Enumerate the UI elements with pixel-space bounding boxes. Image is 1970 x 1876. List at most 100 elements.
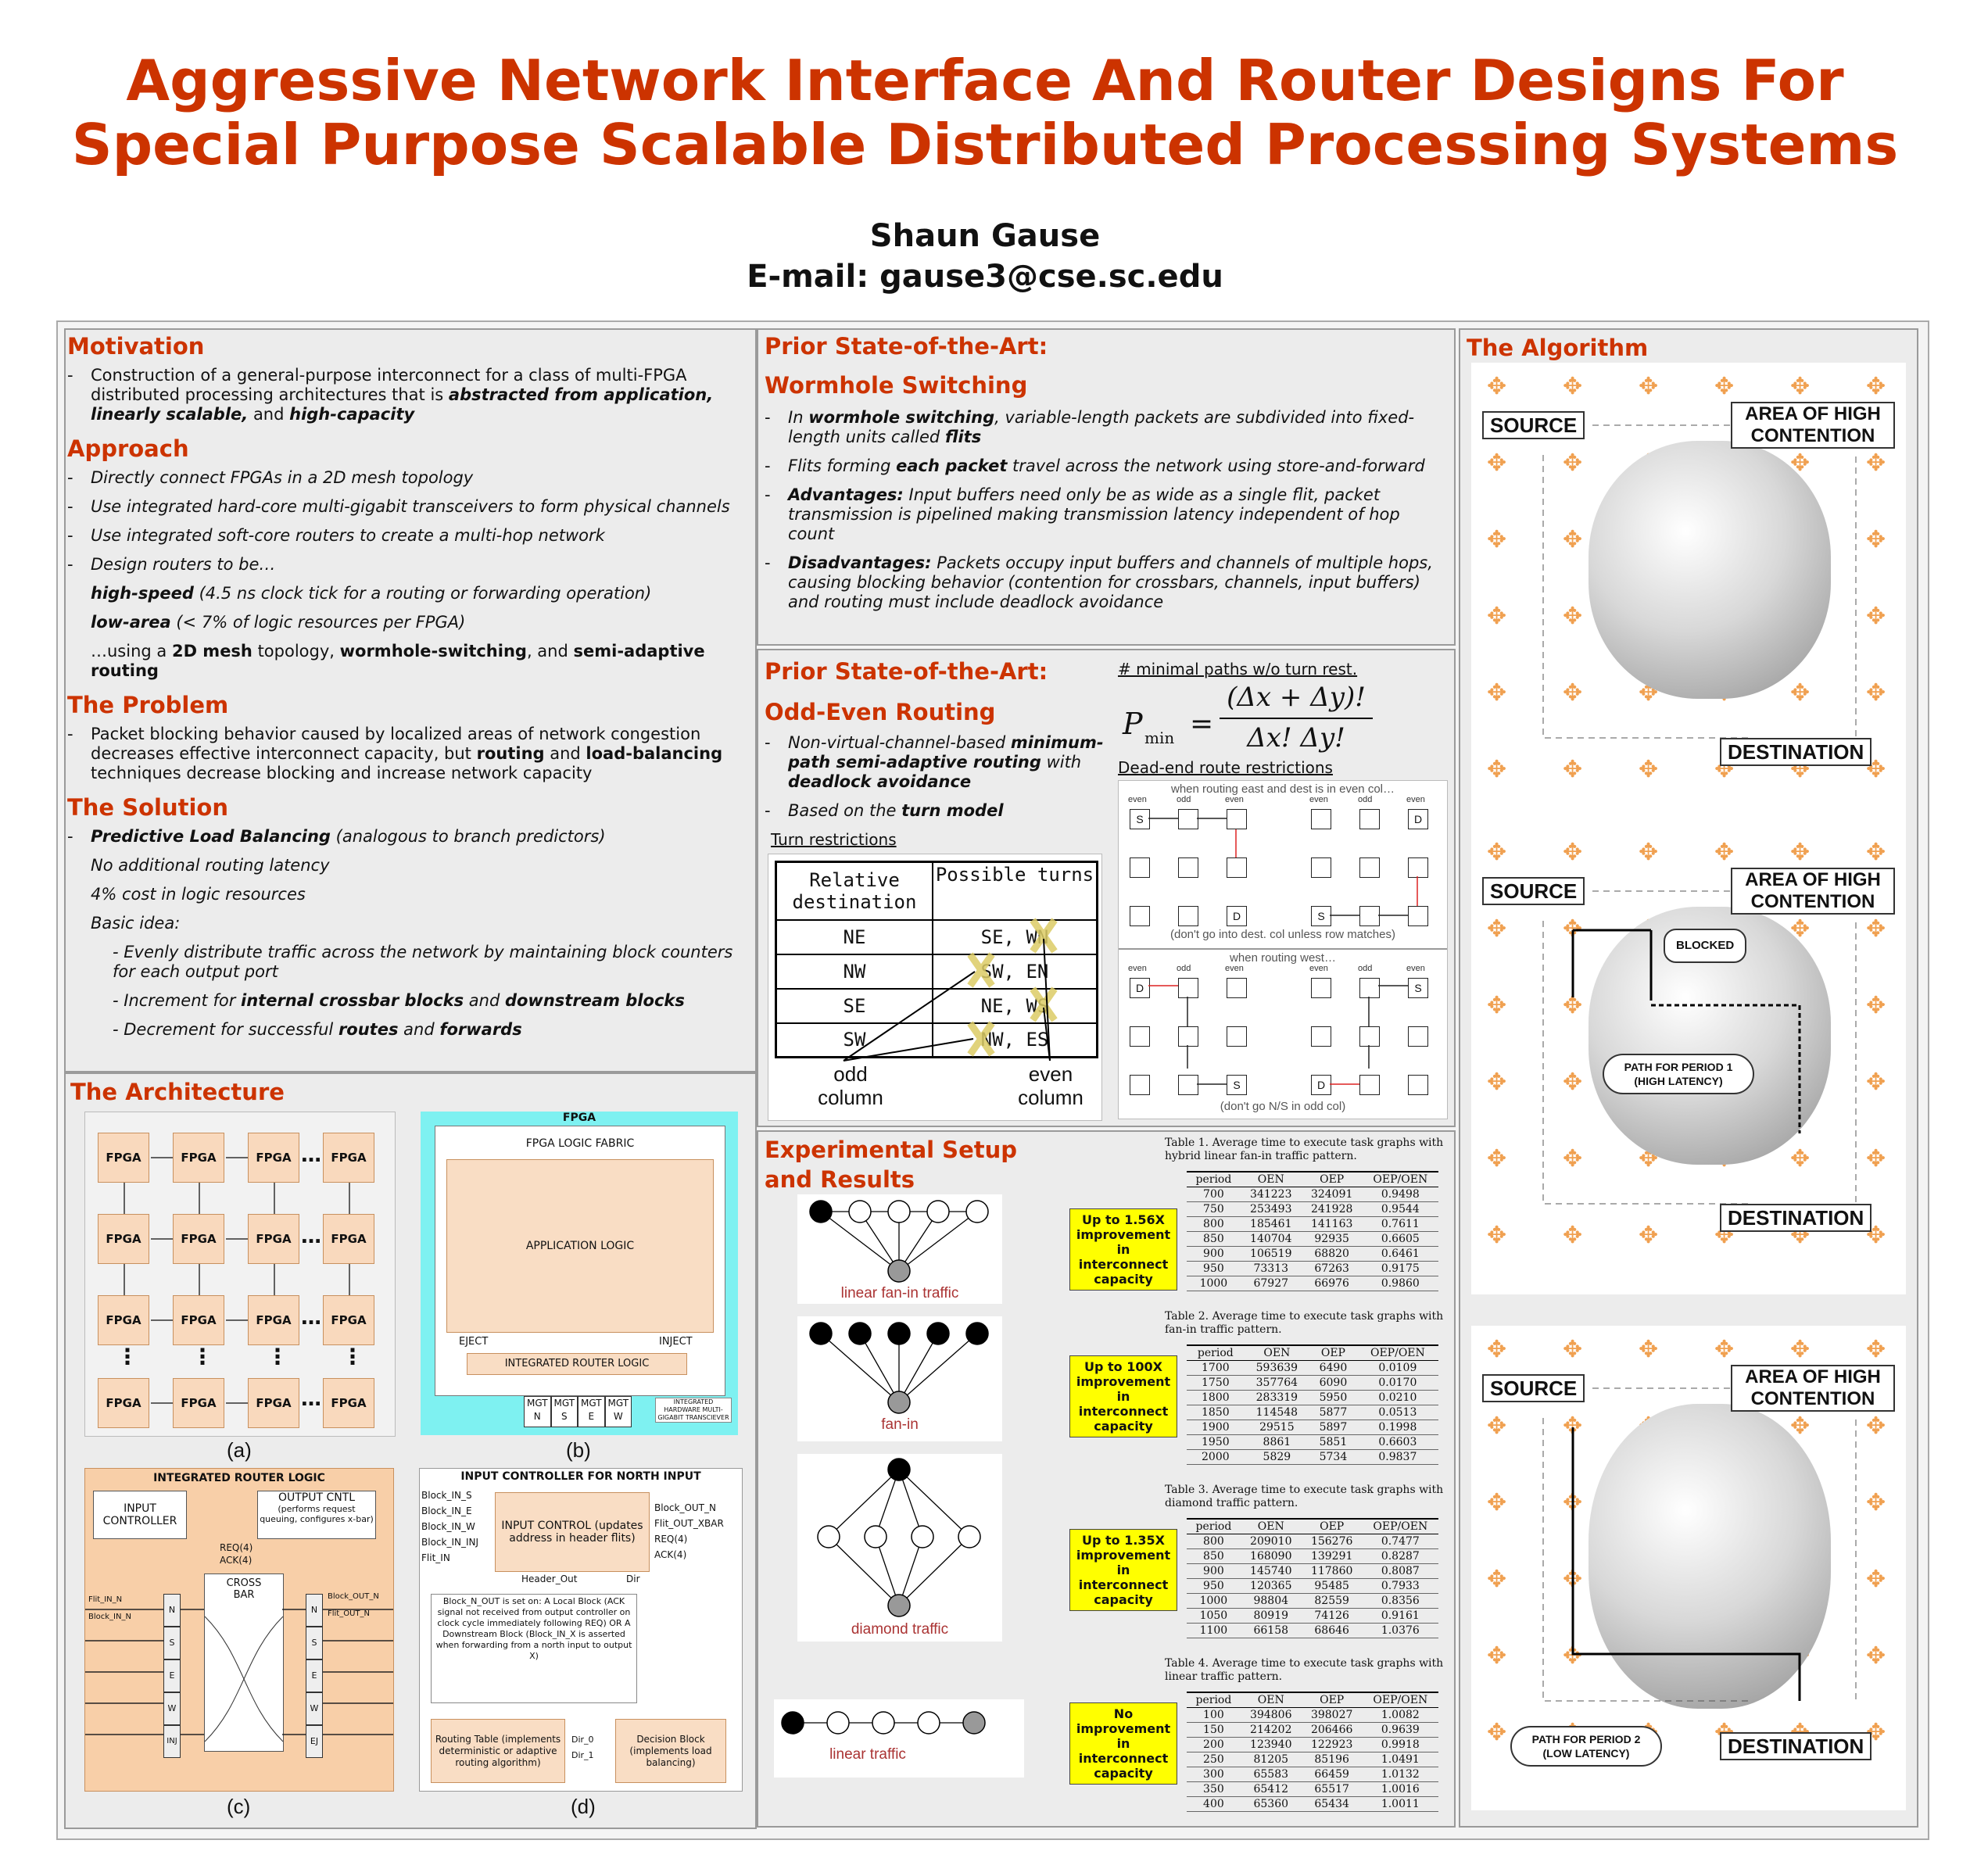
router-node: S — [1408, 978, 1428, 998]
router-node: D — [1130, 978, 1150, 998]
task-node — [887, 1391, 911, 1414]
task-node — [887, 1458, 911, 1481]
task-edge — [820, 1211, 900, 1272]
block-out-label: Block_OUT_N — [328, 1592, 379, 1601]
table-cell: 400 — [1187, 1796, 1241, 1812]
router-icon: ✥ — [1790, 1336, 1811, 1363]
decision-block-box: Decision Block (implements load balancin… — [615, 1719, 726, 1783]
table-cell: 156276 — [1301, 1534, 1363, 1549]
contention-area-label: AREA OF HIGH CONTENTION — [1731, 868, 1895, 915]
turn-cell: NW, ES — [932, 1022, 1098, 1058]
caption-b: (b) — [566, 1438, 591, 1462]
approach-list: Directly connect FPGAs in a 2D mesh topo… — [67, 468, 740, 681]
table-cell: 65517 — [1301, 1781, 1363, 1797]
table-cell: 0.9860 — [1362, 1276, 1438, 1291]
router-icon: ✥ — [1866, 1336, 1886, 1363]
fpga-node: FPGA — [173, 1133, 224, 1183]
table-cell: 139291 — [1301, 1548, 1363, 1564]
table-cell: 122923 — [1301, 1737, 1363, 1752]
router-icon: ✥ — [1563, 373, 1583, 400]
table-cell: 98804 — [1240, 1593, 1302, 1609]
wormhole-list: In wormhole switching, variable-length p… — [765, 408, 1445, 612]
router-node: S — [1130, 809, 1150, 829]
router-icon: ✥ — [1487, 839, 1507, 866]
panel-architecture: The Architecture FPGA FPGA FPGA FPGA FPG… — [64, 1072, 757, 1829]
table-cell: 8861 — [1244, 1434, 1310, 1450]
oddeven-list: Non-virtual-channel-based minimum-path s… — [765, 733, 1109, 821]
router-node — [1178, 1026, 1198, 1047]
fpga-node: FPGA — [248, 1214, 299, 1264]
table-caption: Table 1. Average time to execute task gr… — [1165, 1137, 1444, 1162]
fpga-node: FPGA — [248, 1295, 299, 1345]
east-note: (don't go into dest. col unless row matc… — [1169, 928, 1395, 941]
dir1-label: Dir_1 — [571, 1750, 594, 1760]
router-icon: ✥ — [1866, 1566, 1886, 1593]
contention-cloud — [1589, 441, 1831, 699]
even-column-label: even column — [1018, 1062, 1084, 1109]
task-node — [926, 1322, 950, 1345]
fpga-box-title: FPGA — [562, 1112, 596, 1124]
task-node — [887, 1322, 911, 1345]
list-item: Advantages: Input buffers need only be a… — [765, 485, 1445, 544]
router-node — [1359, 978, 1380, 998]
table-cell: 114548 — [1244, 1405, 1310, 1420]
router-icon: ✥ — [1563, 1336, 1583, 1363]
author-name: Shaun Gause — [869, 218, 1101, 254]
integrated-router-logic-box: INTEGRATED ROUTER LOGIC — [467, 1353, 687, 1375]
poster-title-line2: Special Purpose Scalable Distributed Pro… — [71, 112, 1899, 177]
problem-text: Packet blocking behavior caused by local… — [67, 725, 740, 783]
table-cell: 1800 — [1187, 1390, 1245, 1405]
router-node — [1178, 1075, 1198, 1095]
caption-d: (d) — [571, 1795, 596, 1818]
router-icon: ✥ — [1563, 449, 1583, 477]
table-cell: 85196 — [1301, 1752, 1363, 1767]
table-cell: 117860 — [1301, 1563, 1363, 1579]
router-icon: ✥ — [1487, 373, 1507, 400]
router-node — [1311, 1026, 1331, 1047]
fpga-node: FPGA — [323, 1378, 374, 1428]
fpga-node: FPGA — [98, 1295, 149, 1345]
table-cell: 0.0170 — [1356, 1375, 1438, 1391]
router-icon: ✥ — [1487, 1566, 1507, 1593]
table-cell: 253493 — [1240, 1201, 1302, 1217]
mesh-ellipsis: … — [301, 1225, 321, 1248]
column-parity-label: even — [1225, 795, 1244, 804]
fpga-mesh-diagram: FPGA FPGA FPGA FPGA FPGA FPGA FPGA FPGA … — [84, 1112, 396, 1437]
author-email: E-mail: gause3@cse.sc.edu — [747, 259, 1223, 295]
table-cell: 80919 — [1240, 1608, 1302, 1624]
result-callout: Up to 1.35X improvement in interconnect … — [1069, 1529, 1177, 1611]
destination-label: DESTINATION — [1720, 1732, 1872, 1760]
path-period1-callout: PATH FOR PERIOD 1 (HIGH LATENCY) — [1603, 1054, 1754, 1094]
router-icon: ✥ — [1866, 1412, 1886, 1440]
list-item: Predictive Load Balancing (analogous to … — [67, 827, 740, 847]
table-cell: 168090 — [1240, 1548, 1302, 1564]
table-cell: 357764 — [1244, 1375, 1310, 1391]
table-cell: 0.9161 — [1362, 1608, 1438, 1624]
task-node — [962, 1711, 986, 1735]
list-item: Flits forming each packet travel across … — [765, 456, 1445, 476]
router-icon: ✥ — [1487, 1489, 1507, 1516]
router-icon: ✥ — [1790, 1412, 1811, 1440]
table-cell: 0.9837 — [1356, 1449, 1438, 1465]
router-icon: ✥ — [1563, 526, 1583, 553]
signal-label: REQ(4) — [654, 1534, 688, 1545]
router-icon: ✥ — [1563, 756, 1583, 783]
column-parity-label: odd — [1358, 795, 1373, 804]
router-node — [1408, 1075, 1428, 1095]
router-node — [1178, 857, 1198, 878]
router-icon: ✥ — [1487, 1069, 1507, 1096]
signal-label: Block_OUT_N — [654, 1502, 716, 1513]
router-node — [1311, 978, 1331, 998]
task-node — [958, 1525, 981, 1548]
mesh-vdots: ⋮ — [116, 1344, 138, 1369]
router-icon: ✥ — [1866, 526, 1886, 553]
table-cell: 200 — [1187, 1737, 1241, 1752]
crossbar-label: CROSS BAR — [226, 1577, 262, 1601]
table-cell: 0.7477 — [1362, 1534, 1438, 1549]
graph-fan-in-svg — [809, 1322, 989, 1414]
